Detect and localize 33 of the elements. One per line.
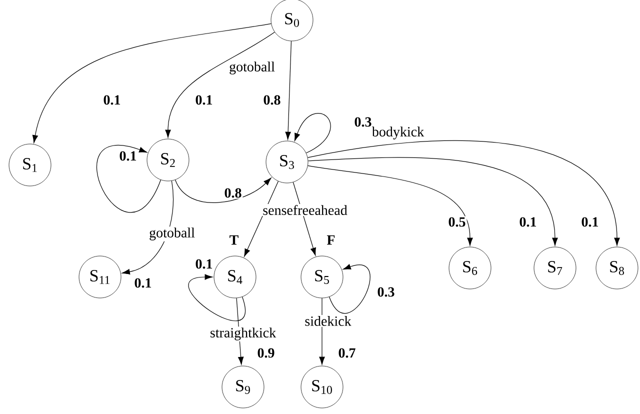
edge-label: 0.9 <box>256 347 276 359</box>
arrow <box>165 32 275 138</box>
edge-label: 0.5 <box>447 216 467 228</box>
arrow <box>188 274 246 321</box>
arrow <box>308 157 558 246</box>
action-label: bodykick <box>370 126 426 140</box>
action-label: sensefreeahead <box>262 204 348 216</box>
edge-label: 0.1 <box>580 216 600 228</box>
edge-label: 0.7 <box>337 347 357 359</box>
edge-label: 0.1 <box>133 277 153 289</box>
arrow <box>294 112 331 154</box>
action-label: straightkick <box>208 326 278 342</box>
arrow <box>32 23 272 144</box>
arrow <box>328 264 370 314</box>
action-label: gotoball <box>228 60 276 76</box>
edge-label: 0.3 <box>353 116 373 128</box>
edge-label: 0.1 <box>102 94 122 106</box>
arrow <box>285 40 292 140</box>
edge-label: 0.8 <box>223 187 243 199</box>
edge-label: 0.8 <box>262 94 282 106</box>
action-label: sidekick <box>304 315 352 327</box>
edge-label: 0.1 <box>518 216 538 228</box>
edge-label: 0.1 <box>194 258 214 270</box>
arrow <box>174 178 272 203</box>
edge-label: 0.1 <box>118 150 138 162</box>
edge-label: F <box>326 234 336 246</box>
arrow <box>308 165 473 246</box>
edge-label: 0.1 <box>194 94 214 106</box>
action-label: gotoball <box>148 226 196 242</box>
arrow <box>96 144 162 213</box>
edge-label: 0.3 <box>376 286 396 298</box>
edge-label: T <box>228 234 240 246</box>
arrow <box>307 140 620 246</box>
